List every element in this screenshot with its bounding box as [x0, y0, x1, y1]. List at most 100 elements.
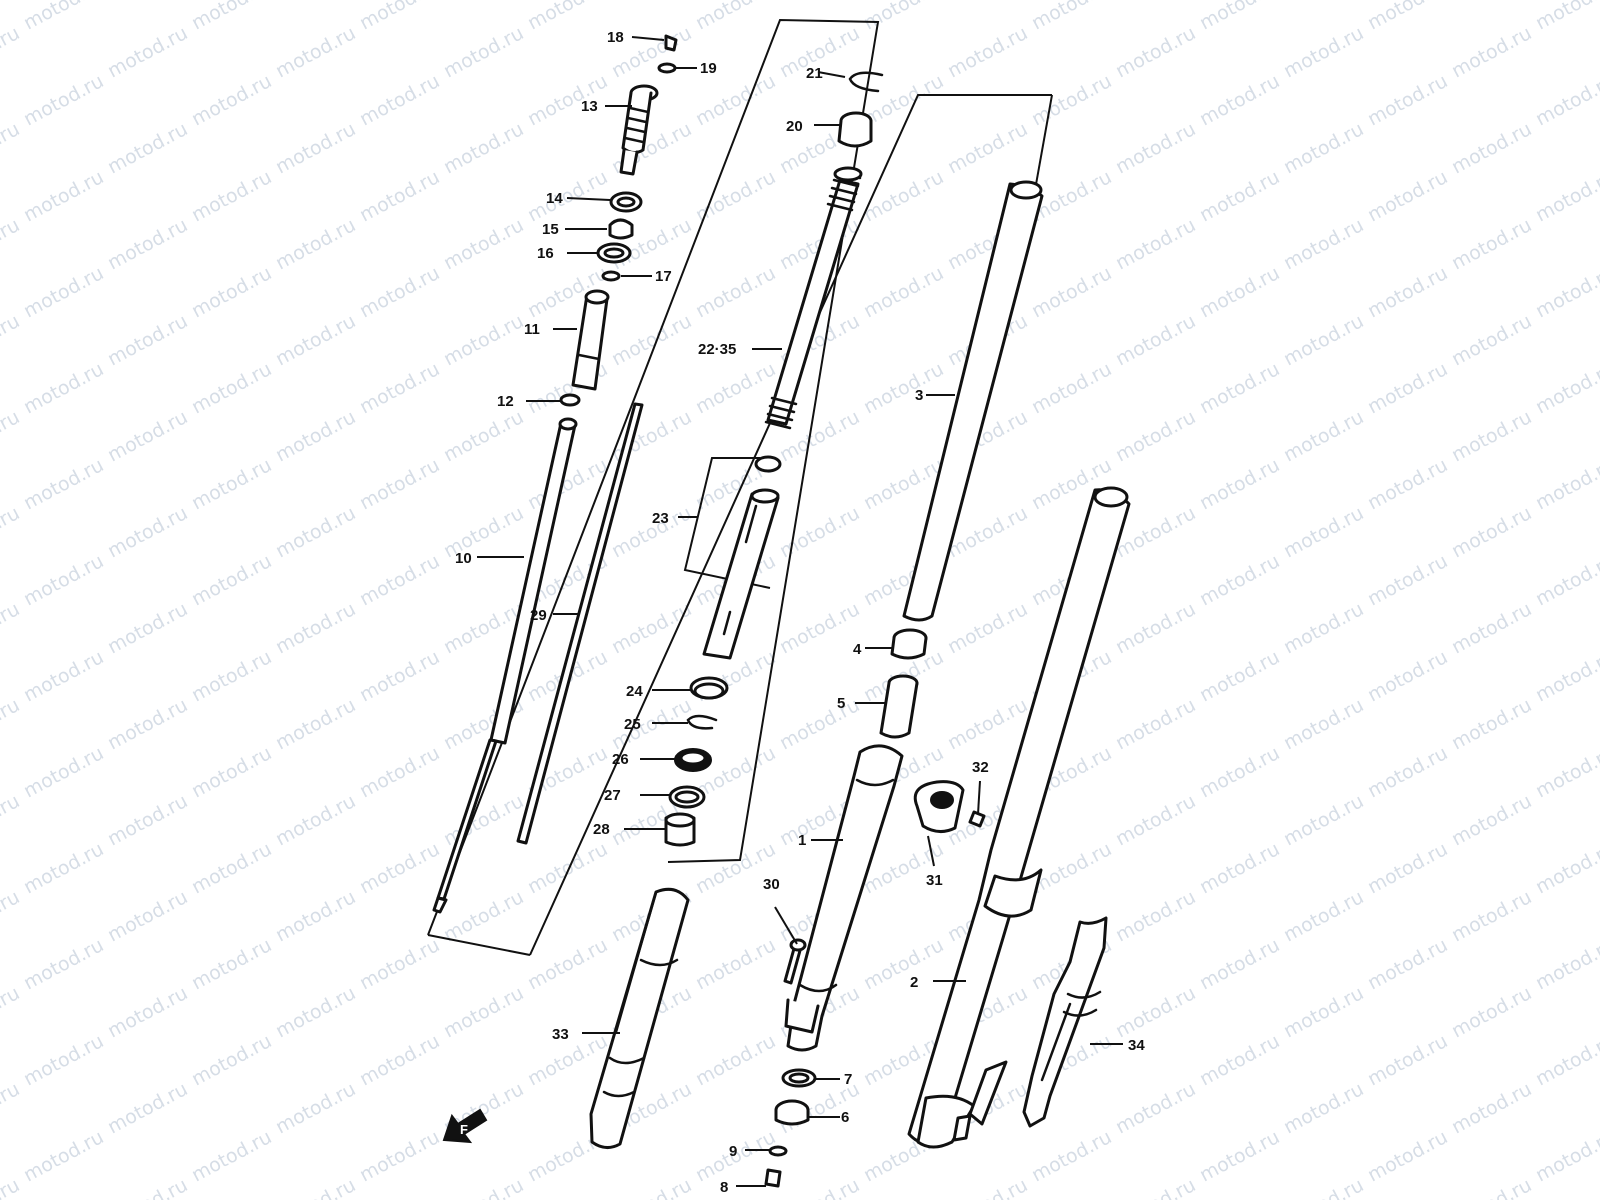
watermark-text: motod.ru	[0, 406, 23, 466]
watermark-text: motod.ru	[440, 886, 527, 946]
part-30-bolt[interactable]	[783, 938, 807, 985]
watermark-text: motod.ru	[1280, 598, 1367, 658]
part-31-clamp[interactable]	[913, 780, 965, 833]
watermark-text: motod.ru	[272, 790, 359, 850]
watermark-text: motod.ru	[1028, 0, 1115, 34]
watermark-text: motod.ru	[860, 262, 947, 322]
part-5-sleeve[interactable]	[879, 674, 919, 739]
part-6-bolt[interactable]	[774, 1099, 810, 1126]
watermark-text: motod.ru	[1112, 22, 1199, 82]
part-19-o-ring[interactable]	[657, 62, 677, 74]
frame-outer-tube	[529, 94, 1052, 956]
part-22-35-fork-spring[interactable]	[764, 166, 863, 430]
part-12-o-ring[interactable]	[559, 393, 581, 407]
watermark-text: motod.ru	[104, 1078, 191, 1138]
watermark-text: motod.ru	[860, 358, 947, 418]
watermark-text: motod.ru	[1028, 358, 1115, 418]
watermark-text: motod.ru	[0, 694, 23, 754]
watermark-text: motod.ru	[1280, 310, 1367, 370]
watermark-text: motod.ru	[0, 22, 23, 82]
watermark-text: motod.ru	[1280, 214, 1367, 274]
watermark-text: motod.ru	[1364, 70, 1451, 130]
watermark-text: motod.ru	[20, 742, 107, 802]
watermark-text: motod.ru	[1364, 550, 1451, 610]
watermark-text: motod.ru	[356, 1126, 443, 1186]
part-4-bushing[interactable]	[890, 628, 928, 660]
watermark-text: motod.ru	[1196, 934, 1283, 994]
part-3-inner-tube[interactable]	[902, 180, 1044, 622]
watermark-text: motod.ru	[272, 694, 359, 754]
watermark-text: motod.ru	[1280, 1174, 1367, 1200]
watermark-text: motod.ru	[0, 1078, 23, 1138]
watermark-text: motod.ru	[1364, 262, 1451, 322]
label-17: 17	[655, 268, 672, 285]
label-12: 12	[497, 393, 514, 410]
watermark-text: motod.ru	[776, 694, 863, 754]
watermark-text: motod.ru	[356, 166, 443, 226]
watermark-text: motod.ru	[356, 262, 443, 322]
part-8-screw[interactable]	[764, 1168, 782, 1188]
watermark-text: motod.ru	[440, 790, 527, 850]
watermark-text: motod.ru	[104, 598, 191, 658]
watermark-text: motod.ru	[1112, 214, 1199, 274]
watermark-text: motod.ru	[20, 934, 107, 994]
watermark-text: motod.ru	[860, 934, 947, 994]
watermark-text: motod.ru	[608, 694, 695, 754]
watermark-text: motod.ru	[188, 838, 275, 898]
part-24-seal[interactable]	[689, 676, 729, 700]
part-15-stopper[interactable]	[608, 218, 634, 240]
watermark-text: motod.ru	[1280, 982, 1367, 1042]
part-33-fork-guard[interactable]	[589, 887, 690, 1149]
part-11-spacer[interactable]	[571, 289, 610, 391]
watermark-text: motod.ru	[356, 454, 443, 514]
watermark-text: motod.ru	[188, 742, 275, 802]
part-27-washer[interactable]	[668, 785, 706, 809]
part-32-screw[interactable]	[968, 810, 986, 828]
watermark-text: motod.ru	[188, 934, 275, 994]
watermark-text: motod.ru	[692, 934, 779, 994]
watermark-text: motod.ru	[1112, 598, 1199, 658]
part-18-clip[interactable]	[664, 34, 678, 52]
part-2-outer-tube-right[interactable]	[907, 486, 1131, 1149]
label-25: 25	[624, 716, 641, 733]
watermark-text: motod.ru	[1448, 598, 1535, 658]
part-28-bushing[interactable]	[664, 812, 696, 847]
part-25-clip[interactable]	[686, 714, 718, 730]
watermark-text: motod.ru	[1448, 502, 1535, 562]
part-9-washer[interactable]	[768, 1145, 788, 1157]
label-23: 23	[652, 510, 669, 527]
watermark-text: motod.ru	[944, 598, 1031, 658]
part-13-adjuster-bolt[interactable]	[619, 84, 659, 176]
watermark-text: motod.ru	[272, 886, 359, 946]
watermark-text: motod.ru	[104, 1174, 191, 1200]
part-20-cap[interactable]	[837, 111, 873, 148]
watermark-text: motod.ru	[1196, 1030, 1283, 1090]
watermark-text: motod.ru	[944, 22, 1031, 82]
watermark-text: motod.ru	[440, 118, 527, 178]
part-10-damper-rod[interactable]	[432, 417, 578, 914]
part-34-fork-guard-right[interactable]	[1022, 916, 1108, 1128]
part-26-oil-seal[interactable]	[674, 748, 712, 772]
watermark-text: motod.ru	[1532, 166, 1600, 226]
watermark-text: motod.ru	[692, 0, 779, 34]
watermark-text: motod.ru	[1532, 0, 1600, 34]
part-1-outer-tube[interactable]	[784, 744, 904, 1052]
watermark-text: motod.ru	[1280, 502, 1367, 562]
watermark-text: motod.ru	[104, 886, 191, 946]
part-17-o-ring[interactable]	[601, 270, 621, 282]
label-10: 10	[455, 550, 472, 567]
part-29-rod[interactable]	[516, 402, 644, 845]
watermark-text: motod.ru	[1448, 982, 1535, 1042]
label-28: 28	[593, 821, 610, 838]
watermark-text: motod.ru	[440, 310, 527, 370]
label-11: 11	[524, 321, 540, 338]
watermark-text: motod.ru	[272, 502, 359, 562]
watermark-text: motod.ru	[20, 70, 107, 130]
watermark-text: motod.ru	[1112, 694, 1199, 754]
watermark-text: motod.ru	[272, 982, 359, 1042]
watermark-text: motod.ru	[1112, 1078, 1199, 1138]
watermark-text: motod.ru	[104, 502, 191, 562]
part-21-circlip[interactable]	[848, 71, 884, 93]
watermark-text: motod.ru	[1364, 646, 1451, 706]
part-23-cylinder[interactable]	[702, 455, 782, 660]
